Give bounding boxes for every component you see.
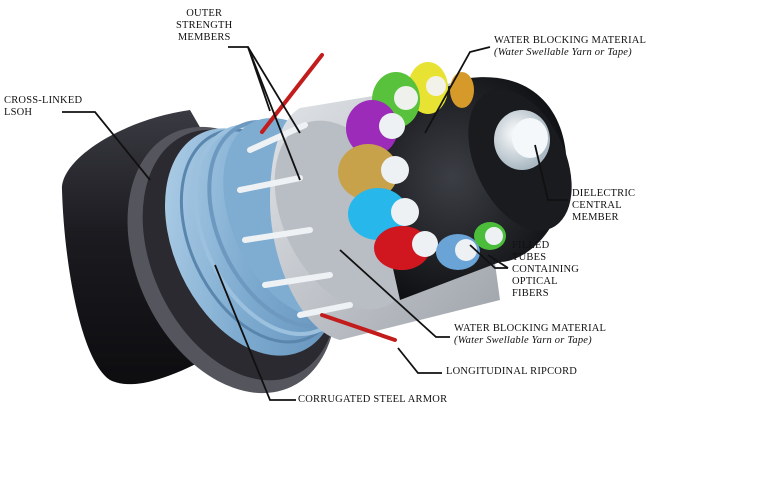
leader-lines	[62, 46, 568, 401]
label-filled-tubes: FILLED TUBES CONTAINING OPTICAL FIBERS	[512, 240, 579, 300]
label-longitudinal-ripcord: LONGITUDINAL RIPCORD	[446, 366, 577, 378]
label-line: MEMBER	[572, 212, 619, 223]
label-line: CONTAINING	[512, 264, 580, 275]
label-line: OPTICAL	[512, 276, 558, 287]
label-line: CORRUGATED STEEL ARMOR	[298, 394, 448, 405]
ripcords	[260, 53, 397, 342]
label-line: OUTER	[186, 8, 223, 19]
tube-orange	[450, 72, 474, 108]
label-water-blocking-top: WATER BLOCKING MATERIAL (Water Swellable…	[494, 35, 646, 59]
label-line: DIELECTRIC	[572, 188, 636, 199]
fiber-tubes	[338, 62, 506, 270]
label-line: (Water Swellable Yarn or Tape)	[454, 335, 592, 346]
label-dielectric-central-member: DIELECTRIC CENTRAL MEMBER	[572, 188, 635, 224]
label-line: FIBERS	[512, 288, 549, 299]
label-line: CROSS-LINKED	[4, 95, 83, 106]
tube-tan	[338, 144, 398, 200]
label-line: STRENGTH	[176, 20, 233, 31]
label-water-blocking-bottom: WATER BLOCKING MATERIAL (Water Swellable…	[454, 323, 606, 347]
label-line: FILLED	[512, 240, 550, 251]
label-line: TUBES	[512, 252, 547, 263]
label-corrugated-steel-armor: CORRUGATED STEEL ARMOR	[298, 394, 447, 406]
label-line: MEMBERS	[177, 32, 231, 43]
label-line: (Water Swellable Yarn or Tape)	[494, 47, 632, 58]
label-line: WATER BLOCKING MATERIAL	[454, 323, 607, 334]
label-cross-linked-lsoh: CROSS-LINKED LSOH	[4, 95, 82, 119]
label-line: LONGITUDINAL RIPCORD	[446, 366, 578, 377]
label-line: LSOH	[4, 107, 33, 118]
label-outer-strength-members: OUTER STRENGTH MEMBERS	[176, 8, 232, 44]
strength-members	[237, 122, 353, 318]
tube-purple	[346, 100, 398, 156]
label-line: WATER BLOCKING MATERIAL	[494, 35, 647, 46]
tube-cyan	[348, 188, 408, 240]
label-line: CENTRAL	[572, 200, 622, 211]
central-member	[494, 110, 550, 170]
